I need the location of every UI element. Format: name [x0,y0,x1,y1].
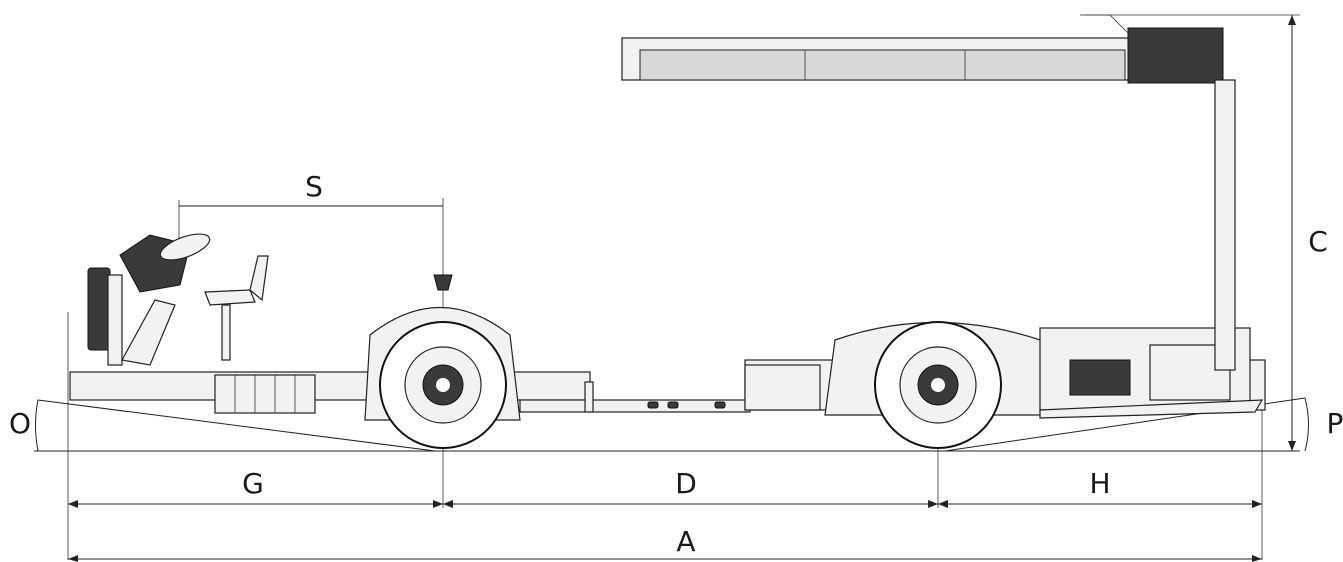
arrow-c-bottom [1288,441,1296,451]
roof-battery-pack [639,49,1126,81]
rear-skirt [1039,399,1264,419]
arrow-a-right [1252,555,1262,562]
rear-equipment-pack [744,364,821,411]
approach-angle-line [37,399,436,452]
front-hub-cap [436,378,450,392]
driver-seat-cushion [204,289,256,306]
battery-box [214,374,316,414]
arrow-g-left [68,500,78,508]
dimension-label-c: C [1308,225,1328,258]
arrow-d-right [928,500,938,508]
driver-seat-post [221,304,231,361]
dimension-label-o: O [8,407,32,440]
rear-riser-pipe [1214,79,1236,371]
front-arch-mount [433,274,453,291]
dimension-label-s: S [305,170,323,203]
dimension-label-d: D [675,467,697,500]
dimension-label-a: A [676,525,696,558]
arrow-a-left [68,555,78,562]
rear-chassis [744,321,1266,449]
radiator [87,267,111,351]
dimension-lines [34,14,1309,562]
dimension-label-g: G [242,467,264,500]
approach-angle-arc [35,399,39,452]
rear-hub-cap [931,378,945,392]
arrow-h-right [1252,500,1262,508]
arrow-d-left [443,500,453,508]
steering-wheel [159,233,211,261]
shaft-link [667,401,679,409]
shaft-link [647,401,659,409]
roof-control-unit [1127,27,1224,84]
driver-seat-back [249,255,269,302]
radiator-frame [107,274,123,366]
roof-cable [1085,14,1131,36]
dimension-label-h: H [1089,467,1111,500]
shaft-link [714,401,726,409]
shaft-bracket [584,381,594,413]
dimension-label-p: P [1326,407,1343,440]
arrow-h-left [938,500,948,508]
arrow-c-top [1288,15,1296,25]
engine-block [1069,359,1131,396]
arrow-g-right [433,500,443,508]
roof-module [621,14,1236,371]
front-chassis [69,233,591,449]
steering-column [121,299,176,366]
departure-angle-arc [1304,397,1309,452]
